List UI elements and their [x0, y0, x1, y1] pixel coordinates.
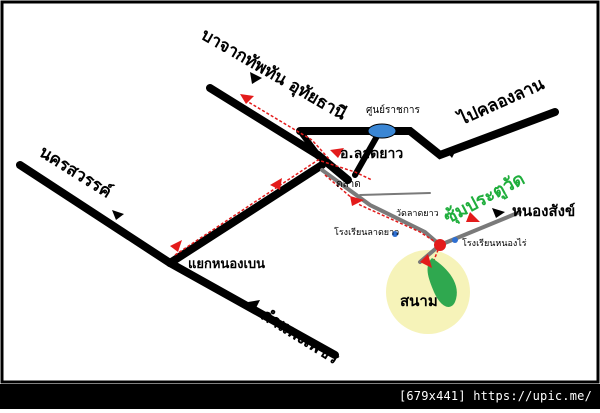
arrow-south — [248, 300, 260, 312]
label-school-1: โรงเรียนลาดยาว — [334, 227, 399, 238]
route-arrow-4 — [330, 148, 344, 158]
field-shape — [427, 258, 457, 307]
meeting-point-marker — [434, 239, 446, 251]
main-roads — [16, 84, 559, 359]
route-arrow-1 — [240, 94, 254, 104]
label-field: สนาม — [400, 292, 438, 310]
lake — [367, 123, 397, 139]
label-school-2: โรงเรียนหนองไร่ — [462, 238, 527, 249]
label-road-nongsang: หนองสังข์ — [512, 202, 575, 220]
route-line-1 — [174, 159, 373, 256]
road-north-2 — [314, 151, 352, 184]
arrow-nongsang — [492, 208, 505, 218]
road-north — [206, 84, 322, 159]
route-line-2 — [244, 99, 331, 161]
map-frame — [0, 0, 600, 384]
road-east — [296, 108, 559, 160]
route-arrows — [170, 94, 480, 268]
label-junction: แยกหนองเบน — [188, 257, 265, 272]
arrow-west — [112, 210, 124, 220]
footer-bar — [0, 384, 600, 409]
road-diagonal — [166, 161, 326, 267]
label-district: อ.ลาดยาว — [340, 146, 403, 162]
label-market: ตลาด — [336, 179, 361, 190]
route-arrow-2 — [270, 178, 282, 190]
label-center: ศูนย์ราชการ — [366, 104, 420, 116]
local-road-1 — [320, 168, 442, 247]
route-arrow-7 — [466, 212, 480, 222]
school-2-marker — [452, 237, 458, 243]
local-road-4 — [359, 192, 431, 196]
field-highlight — [386, 250, 470, 334]
direction-arrows — [112, 72, 505, 312]
school-1-marker — [392, 231, 398, 237]
route-arrow-3 — [170, 240, 182, 252]
footer-caption: [679x441] https://upic.me/ — [398, 389, 592, 403]
road-town — [352, 128, 383, 178]
route-arrow-6 — [420, 254, 432, 268]
arrow-north — [250, 72, 262, 84]
route-arrow-5 — [350, 196, 364, 206]
arrow-east — [445, 146, 458, 158]
label-temple: วัดลาดยาว — [396, 209, 439, 219]
road-west — [16, 161, 174, 267]
